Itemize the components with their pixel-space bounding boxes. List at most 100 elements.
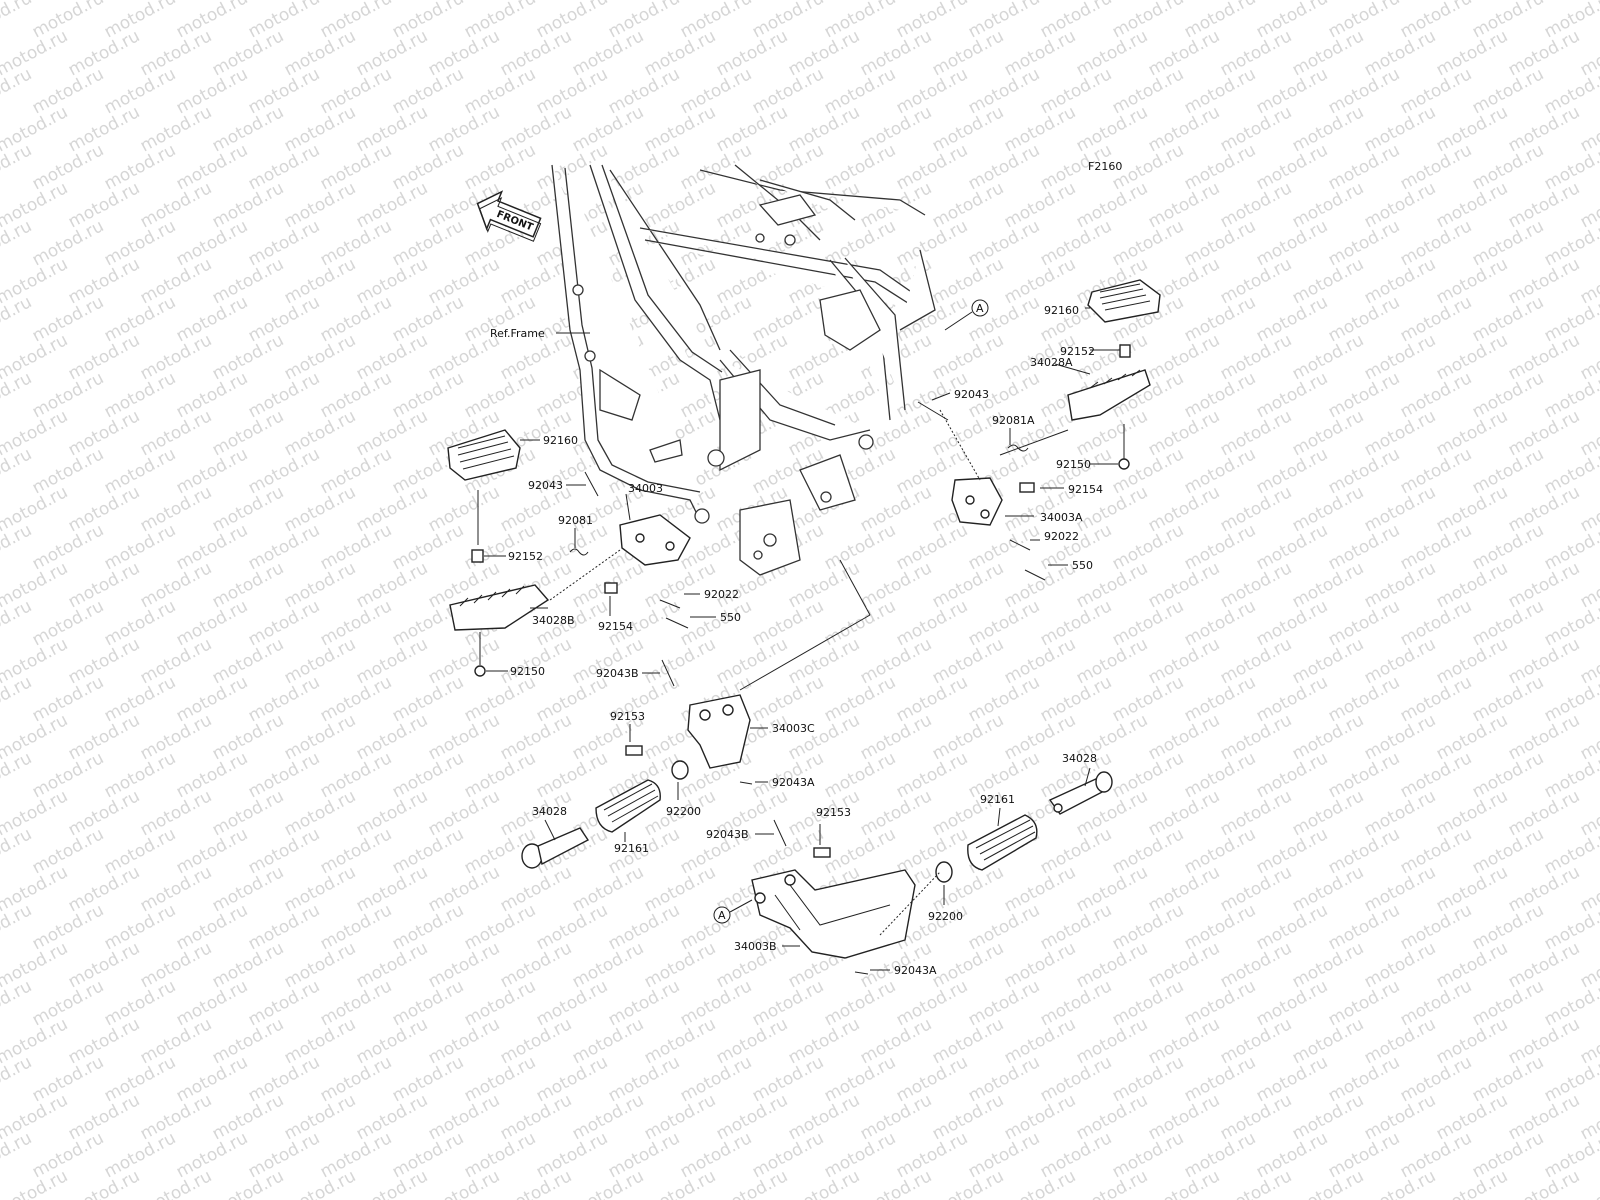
watermark-text: motod.ru (461, 368, 539, 422)
watermark-text: motod.ru (173, 368, 251, 422)
watermark-text: motod.ru (1001, 558, 1079, 612)
watermark-text: motod.ru (641, 102, 719, 156)
watermark-text: motod.ru (1289, 178, 1367, 232)
watermark-text: motod.ru (893, 520, 971, 574)
watermark-text: motod.ru (1505, 634, 1583, 688)
part-label-92160-left: 92160 (543, 434, 578, 447)
watermark-text: motod.ru (101, 976, 179, 1030)
watermark-text: motod.ru (1361, 862, 1439, 916)
watermark-text: motod.ru (461, 748, 539, 802)
watermark-text: motod.ru (1253, 824, 1331, 878)
watermark-text: motod.ru (857, 1014, 935, 1068)
watermark-text: motod.ru (317, 596, 395, 650)
watermark-text: motod.ru (497, 710, 575, 764)
watermark-text: motod.ru (677, 0, 755, 42)
watermark-text: motod.ru (569, 862, 647, 916)
watermark-text: motod.ru (353, 406, 431, 460)
watermark-text: motod.ru (965, 216, 1043, 270)
watermark-text: motod.ru (1145, 330, 1223, 384)
watermark-text: motod.ru (713, 634, 791, 688)
watermark-text: motod.ru (245, 216, 323, 270)
watermark-text: motod.ru (281, 26, 359, 80)
watermark-text: motod.ru (569, 1090, 647, 1144)
watermark-text: motod.ru (1325, 976, 1403, 1030)
watermark-text: motod.ru (389, 976, 467, 1030)
watermark-text: motod.ru (533, 64, 611, 118)
watermark-text: motod.ru (929, 102, 1007, 156)
watermark-text: motod.ru (821, 0, 899, 42)
watermark-text: motod.ru (1469, 748, 1547, 802)
watermark-text: motod.ru (245, 140, 323, 194)
part-label-34003a: 34003A (1040, 511, 1083, 524)
watermark-text: motod.ru (641, 1090, 719, 1144)
watermark-text: motod.ru (461, 900, 539, 954)
watermark-text: motod.ru (29, 1128, 107, 1182)
watermark-text: motod.ru (1253, 976, 1331, 1030)
watermark-text: motod.ru (641, 634, 719, 688)
watermark-text: motod.ru (1289, 938, 1367, 992)
watermark-text: motod.ru (245, 900, 323, 954)
watermark-text: motod.ru (317, 444, 395, 498)
watermark-text: motod.ru (1325, 1052, 1403, 1106)
watermark-text: motod.ru (1109, 444, 1187, 498)
watermark-text: motod.ru (821, 64, 899, 118)
part-label-92153-top: 92153 (610, 710, 645, 723)
watermark-text: motod.ru (1109, 1052, 1187, 1106)
watermark-text: motod.ru (461, 976, 539, 1030)
watermark-text: motod.ru (209, 330, 287, 384)
watermark-text: motod.ru (461, 520, 539, 574)
callout-a-upper-text: A (976, 302, 984, 315)
watermark-text: motod.ru (29, 444, 107, 498)
motorcycle-frame (551, 164, 936, 576)
watermark-text: motod.ru (1289, 558, 1367, 612)
watermark-text: motod.ru (1433, 558, 1511, 612)
watermark-text: motod.ru (893, 0, 971, 42)
watermark-text: motod.ru (1505, 1090, 1583, 1144)
watermark-text: motod.ru (317, 1128, 395, 1182)
watermark-text: motod.ru (821, 672, 899, 726)
watermark-text: motod.ru (209, 254, 287, 308)
callout-a-lower-text: A (718, 909, 726, 922)
watermark-text: motod.ru (29, 596, 107, 650)
watermark-text: motod.ru (317, 140, 395, 194)
watermark-text: motod.ru (1325, 216, 1403, 270)
watermark-text: motod.ru (1037, 824, 1115, 878)
watermark-text: motod.ru (1397, 1128, 1475, 1182)
part-label-92043a-bot: 92043A (894, 964, 937, 977)
watermark-text: motod.ru (137, 862, 215, 916)
watermark-text: motod.ru (929, 938, 1007, 992)
watermark-text: motod.ru (461, 672, 539, 726)
watermark-text: motod.ru (1109, 900, 1187, 954)
watermark-text: motod.ru (461, 1128, 539, 1182)
watermark-text: motod.ru (1181, 140, 1259, 194)
watermark-text: motod.ru (857, 102, 935, 156)
watermark-text: motod.ru (389, 64, 467, 118)
watermark-text: motod.ru (1253, 444, 1331, 498)
watermark-text: motod.ru (65, 862, 143, 916)
watermark-text: motod.ru (1109, 216, 1187, 270)
watermark-text: motod.ru (677, 976, 755, 1030)
watermark-text: motod.ru (137, 406, 215, 460)
watermark-text: motod.ru (1325, 900, 1403, 954)
watermark-text: motod.ru (137, 1014, 215, 1068)
watermark-text: motod.ru (137, 786, 215, 840)
watermark-text: motod.ru (605, 140, 683, 194)
watermark-text: motod.ru (1469, 444, 1547, 498)
watermark-text: motod.ru (1073, 938, 1151, 992)
watermark-text: motod.ru (389, 0, 467, 42)
watermark-text: motod.ru (137, 26, 215, 80)
watermark-text: motod.ru (245, 1128, 323, 1182)
watermark-text: motod.ru (1469, 140, 1547, 194)
watermark-text: motod.ru (1325, 748, 1403, 802)
watermark-text: motod.ru (1145, 1090, 1223, 1144)
watermark-text: motod.ru (965, 140, 1043, 194)
watermark-text: motod.ru (1505, 862, 1583, 916)
watermark-text: motod.ru (1505, 710, 1583, 764)
watermark-text: motod.ru (605, 64, 683, 118)
watermark-text: motod.ru (317, 824, 395, 878)
watermark-text: motod.ru (1325, 520, 1403, 574)
watermark-text: motod.ru (353, 862, 431, 916)
watermark-text: motod.ru (65, 178, 143, 232)
watermark-text: motod.ru (173, 596, 251, 650)
watermark-text: motod.ru (389, 824, 467, 878)
